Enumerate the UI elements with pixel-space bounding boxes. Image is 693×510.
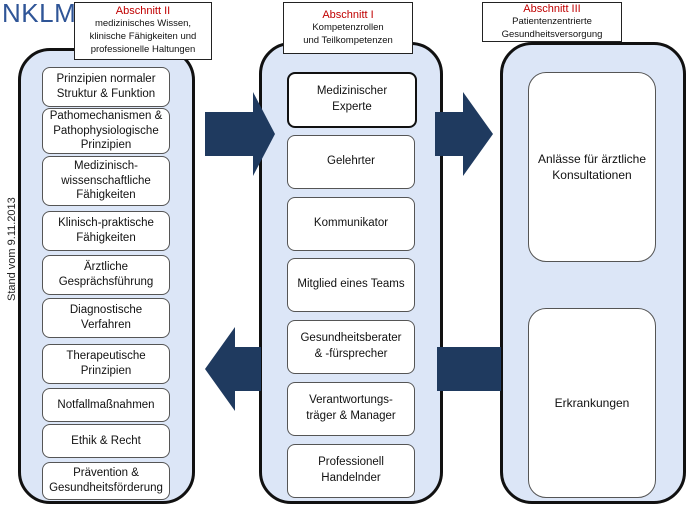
section-left-subtitle: medizinisches Wissen, klinische Fähigkei… (89, 18, 197, 55)
section-right-heading: Abschnitt III (523, 2, 581, 15)
middle-item-2: Gelehrter (287, 135, 415, 189)
right-item-1: Anlässe für ärztliche Konsultationen (528, 72, 656, 262)
middle-item-3: Kommunikator (287, 197, 415, 251)
section-left-header: Abschnitt II medizinisches Wissen, klini… (74, 2, 212, 60)
section-right-subtitle: Patientenzentrierte Gesundheitsversorgun… (501, 15, 603, 40)
arrow-shape (205, 92, 275, 176)
left-item-3: Medizinisch- wissenschaftliche Fähigkeit… (42, 156, 170, 206)
arrow-right-upper-right (435, 92, 493, 176)
left-item-5: Ärztliche Gesprächsführung (42, 255, 170, 295)
arrow-left-lower-right (437, 347, 501, 391)
section-right-header: Abschnitt III Patientenzentrierte Gesund… (482, 2, 622, 42)
left-item-9: Ethik & Recht (42, 424, 170, 458)
arrow-left-lower-left (205, 327, 261, 411)
middle-item-1: Medizinischer Experte (287, 72, 417, 128)
arrow-right-upper-left (205, 92, 275, 176)
section-left-heading: Abschnitt II (115, 5, 171, 18)
arrow-shape (435, 92, 493, 176)
left-item-1: Prinzipien normaler Struktur & Funktion (42, 67, 170, 107)
left-item-4: Klinisch-praktische Fähigkeiten (42, 211, 170, 251)
section-middle-header: Abschnitt I Kompetenzrollen und Teilkomp… (283, 2, 413, 54)
middle-item-4: Mitglied eines Teams (287, 258, 415, 312)
page-title: NKLM (2, 0, 77, 28)
arrow-shape (437, 347, 501, 391)
middle-item-7: Professionell Handelnder (287, 444, 415, 498)
right-item-2: Erkrankungen (528, 308, 656, 498)
middle-item-6: Verantwortungs- träger & Manager (287, 382, 415, 436)
left-item-8: Notfallmaßnahmen (42, 388, 170, 422)
middle-item-5: Gesundheitsberater & -fürsprecher (287, 320, 415, 374)
left-item-2: Pathomechanismen & Pathophysiologische P… (42, 108, 170, 154)
arrow-shape (205, 327, 261, 411)
section-middle-subtitle: Kompetenzrollen und Teilkompetenzen (303, 21, 393, 46)
left-item-6: Diagnostische Verfahren (42, 298, 170, 338)
left-item-10: Prävention & Gesundheitsförderung (42, 462, 170, 500)
left-item-7: Therapeutische Prinzipien (42, 344, 170, 384)
section-middle-heading: Abschnitt I (322, 8, 374, 21)
